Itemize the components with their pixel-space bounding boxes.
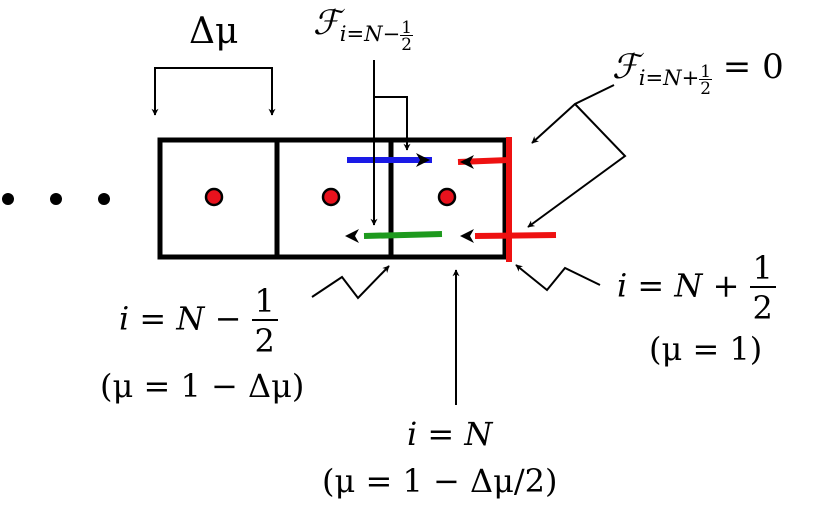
flux-left-symbol: ℱ <box>313 3 340 43</box>
cell-center-dot <box>321 187 341 207</box>
cell-center-dot <box>204 187 224 207</box>
delta-mu-label: Δμ <box>189 11 239 52</box>
cell-n <box>388 137 508 260</box>
cell-centers <box>204 187 457 207</box>
flux-arrow-green <box>363 231 443 239</box>
cell-center-dot <box>437 187 457 207</box>
flux-right-pointer <box>527 84 627 228</box>
flux-right-symbol: ℱ <box>612 47 639 87</box>
flux-left-pointer <box>370 60 411 226</box>
flux-arrow-red-bottom <box>474 232 557 239</box>
flux-right-suffix: = 0 <box>711 47 784 87</box>
ellipsis-dots <box>2 193 110 205</box>
left-face-mu: (μ = 1 − Δμ) <box>100 367 305 405</box>
center-cell-mu: (μ = 1 − Δμ/2) <box>322 462 558 500</box>
right-face-pointer <box>515 264 601 292</box>
left-face-pointer <box>311 265 390 300</box>
cell-grid <box>157 137 508 260</box>
right-face-mu: (μ = 1) <box>649 330 763 368</box>
delta-mu-bracket <box>151 67 276 116</box>
center-cell-label: i = N <box>407 415 493 453</box>
